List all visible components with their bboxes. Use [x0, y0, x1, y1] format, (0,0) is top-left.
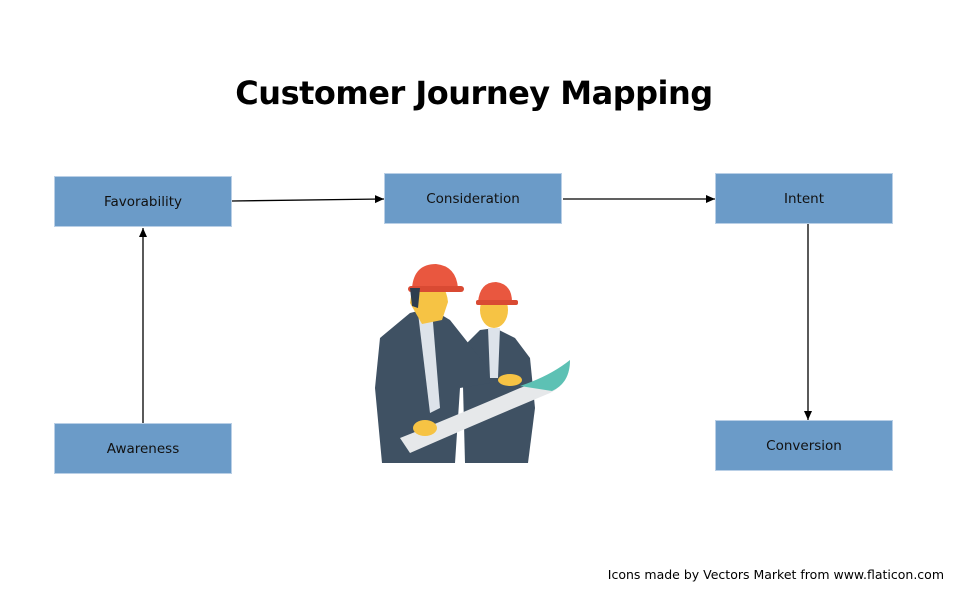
edge-favorability-consideration	[231, 195, 385, 204]
node-conversion[interactable]: Conversion	[715, 420, 893, 471]
node-label: Favorability	[104, 193, 182, 210]
node-consideration[interactable]: Consideration	[384, 173, 562, 224]
engineers-with-blueprint-icon	[375, 264, 570, 463]
icon-credit: Icons made by Vectors Market from www.fl…	[607, 567, 944, 582]
node-awareness[interactable]: Awareness	[54, 423, 232, 474]
node-favorability[interactable]: Favorability	[54, 176, 232, 227]
node-intent[interactable]: Intent	[715, 173, 893, 224]
node-label: Conversion	[766, 437, 842, 454]
node-label: Consideration	[426, 190, 520, 207]
diagram-title: Customer Journey Mapping	[235, 74, 713, 112]
node-label: Awareness	[106, 440, 180, 457]
node-label: Intent	[784, 190, 824, 207]
